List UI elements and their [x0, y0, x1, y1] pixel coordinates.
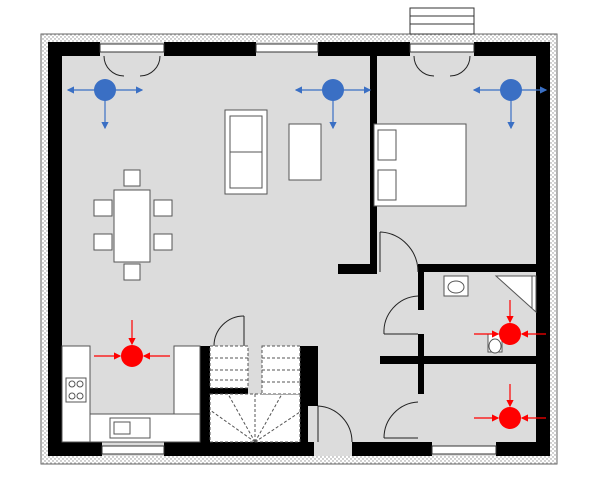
extract-vents [94, 300, 546, 429]
exterior-walls [48, 42, 550, 456]
extract-vent [474, 384, 546, 429]
windows [99, 43, 497, 455]
outdoor-step [409, 7, 475, 35]
bed [373, 123, 467, 207]
extract-vent [94, 320, 170, 367]
supply-vent [294, 79, 372, 130]
kitchen-counter [61, 345, 201, 443]
living-furniture [224, 109, 322, 195]
supply-vent [472, 79, 548, 130]
supply-vent [66, 79, 144, 130]
supply-vents [66, 79, 548, 130]
bathroom-fixtures [443, 275, 537, 354]
extract-vent [474, 300, 546, 345]
staircase [209, 345, 301, 443]
doors [103, 55, 471, 443]
dining-furniture [93, 169, 173, 281]
